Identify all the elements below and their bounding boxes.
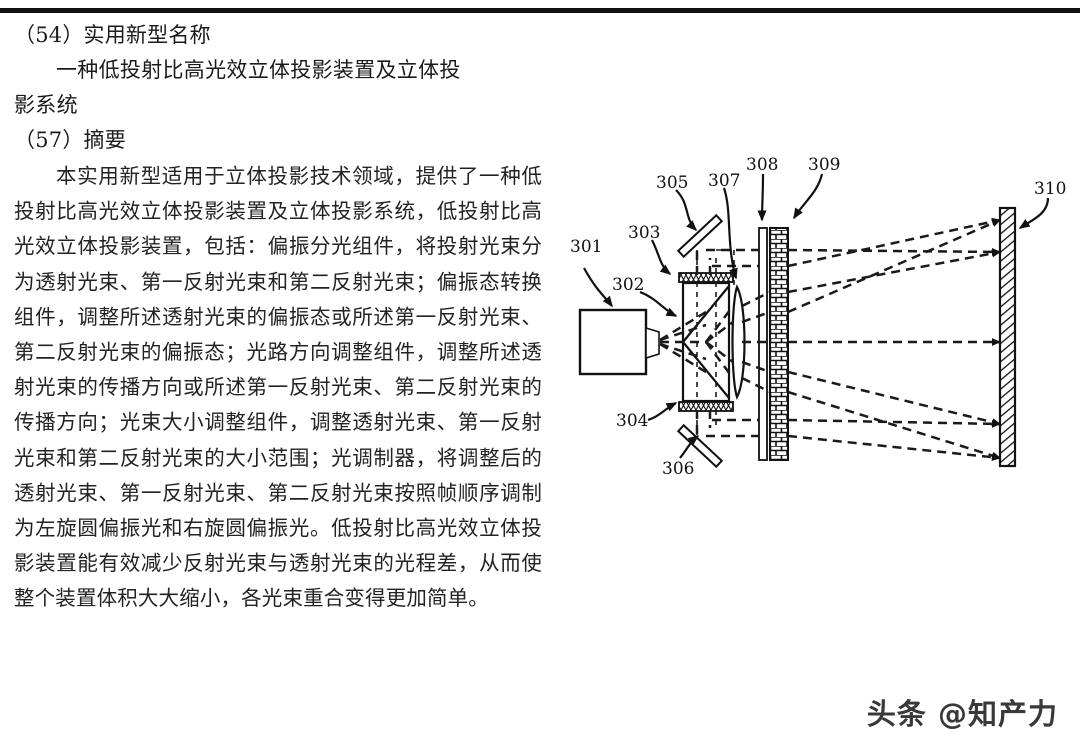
light-modulator-plate: [769, 227, 789, 461]
page-top-rule: [0, 8, 1080, 13]
lower-retarder-plate: [678, 401, 734, 412]
reference-leader-lines: [583, 173, 1050, 459]
ref-label-306: 306: [662, 459, 694, 479]
ref-label-304: 304: [616, 411, 648, 431]
ref-label-307: 307: [708, 171, 740, 191]
invention-title-field-code: （54）实用新型名称: [14, 23, 211, 47]
abstract-paragraph: 本实用新型适用于立体投影技术领域，提供了一种低投射比高光效立体投影装置及立体投影…: [14, 164, 542, 611]
ref-label-303: 303: [628, 223, 660, 243]
abstract-field-code: （57）摘要: [14, 128, 126, 152]
ref-label-305: 305: [656, 173, 688, 193]
projection-screen: [998, 206, 1017, 468]
invention-title-line-2: 影系统: [14, 93, 78, 117]
invention-title-line-1: 一种低投射比高光效立体投影装置及立体投: [56, 58, 461, 82]
ref-label-310: 310: [1034, 179, 1066, 199]
ref-label-309: 309: [808, 155, 840, 175]
abstract-text-column: （54）实用新型名称 一种低投射比高光效立体投影装置及立体投 影系统 （57）摘…: [14, 18, 542, 617]
source-watermark: 头条 @知产力: [866, 697, 1058, 731]
reference-numeral-labels: 301 302 303 304 305 306 307 308 309 310: [570, 155, 1066, 479]
ref-label-301: 301: [570, 237, 602, 257]
ref-label-302: 302: [612, 275, 644, 295]
beam-paths: [659, 217, 1001, 462]
beam-construction-lines: [696, 249, 735, 436]
ref-label-308: 308: [746, 155, 778, 175]
clear-plate: [758, 227, 768, 461]
projection-lens: [731, 284, 746, 400]
figure-svg: 301 302 303 304 305 306 307 308 309 310: [570, 155, 1066, 479]
upper-retarder-plate: [678, 272, 734, 283]
abstract-body: 本实用新型适用于立体投影技术领域，提供了一种低投射比高光效立体投影装置及立体投影…: [14, 159, 542, 617]
projector-source: [578, 308, 660, 376]
upper-fold-mirror: [676, 213, 724, 259]
optical-system-figure: 301 302 303 304 305 306 307 308 309 310: [556, 140, 1080, 500]
